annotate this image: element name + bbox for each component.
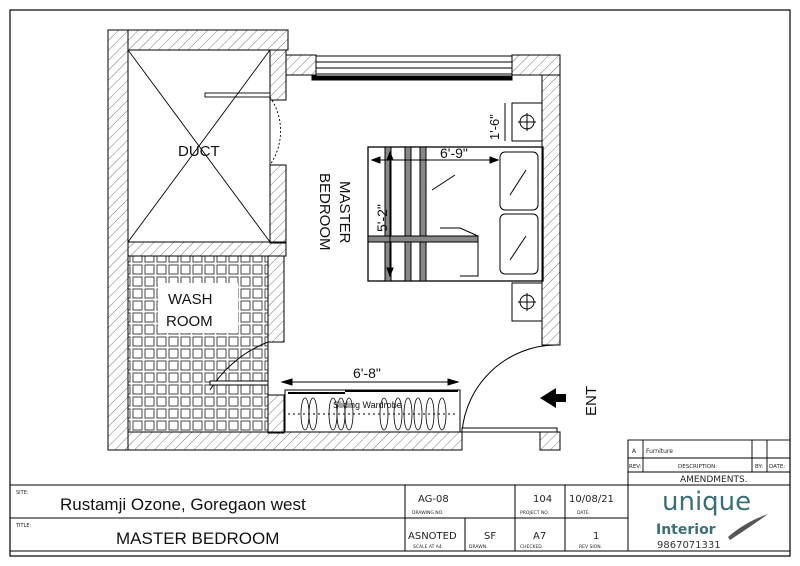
site-caption: SITE: (16, 490, 29, 496)
window (311, 55, 513, 81)
drawn-caption: DRAWN. (469, 544, 488, 550)
phone-number: 9867071331 (657, 540, 721, 551)
walls (107, 29, 561, 451)
project-no-caption: PROJECT NO. (520, 510, 549, 516)
sheet-border (9, 9, 791, 557)
checked-caption: CHECKED. (520, 544, 543, 550)
drawn-by: SF (484, 531, 496, 542)
amendment-description: Furniture (646, 448, 673, 455)
scale: ASNOTED (408, 531, 457, 542)
wash-room-label-line2: ROOM (166, 313, 213, 330)
bed-width-dimension (370, 156, 500, 164)
project-no: 104 (533, 494, 552, 505)
side-table-dim: 1'-6" (487, 114, 502, 140)
header-date: DATE: (769, 464, 785, 470)
header-rev: REV: (629, 464, 642, 470)
bed-width-dim: 6'-9" (440, 145, 468, 161)
drawing-no: AG-08 (418, 494, 449, 505)
wash-room-floor (127, 255, 269, 433)
wash-room-label-line1: WASH (168, 291, 212, 308)
date: 10/08/21 (569, 494, 614, 505)
duct-label: DUCT (178, 143, 220, 160)
bed-length-dimension (386, 150, 394, 278)
logo-text-unique: unique (662, 487, 751, 517)
revision: 1 (593, 531, 599, 542)
drawing-title: MASTER BEDROOM (116, 529, 279, 548)
title-block (10, 440, 790, 552)
revision-caption: REV SION. (579, 544, 602, 550)
side-tables (504, 102, 543, 322)
master-bedroom-label: MASTER BEDROOM (316, 173, 353, 251)
checked-by: A7 (533, 531, 546, 542)
date-caption: DATE. (577, 510, 590, 516)
entrance-label: ENT (583, 386, 600, 416)
scale-caption: SCALE AT A4. (413, 544, 443, 550)
title-caption: TITLE: (15, 523, 32, 529)
logo-swoosh-icon (728, 514, 768, 540)
header-by: BY: (755, 464, 763, 470)
wardrobe-dim: 6'-8" (353, 365, 381, 381)
entrance-arrow-icon (540, 388, 566, 408)
amendment-rev: A (632, 448, 637, 455)
duct (127, 49, 282, 243)
wardrobe-label: Sliding Wardrobe (333, 400, 402, 410)
bed (367, 146, 544, 282)
wash-room-door (209, 341, 269, 391)
amendments-title: AMENDMENTS. (680, 475, 748, 485)
drawing-no-caption: DRAWING NO. (412, 510, 443, 516)
site-name: Rustamji Ozone, Goregaon west (60, 495, 306, 514)
logo-text-interior: Interior (656, 522, 716, 538)
bed-length-dim: 5'-2" (374, 204, 390, 232)
company-logo: unique Interior 9867071331 (656, 487, 768, 551)
wardrobe-dimension (280, 378, 460, 386)
sliding-wardrobe (284, 389, 461, 433)
header-description: DESCRIPTION: (678, 464, 717, 470)
entrance-door (461, 344, 558, 433)
